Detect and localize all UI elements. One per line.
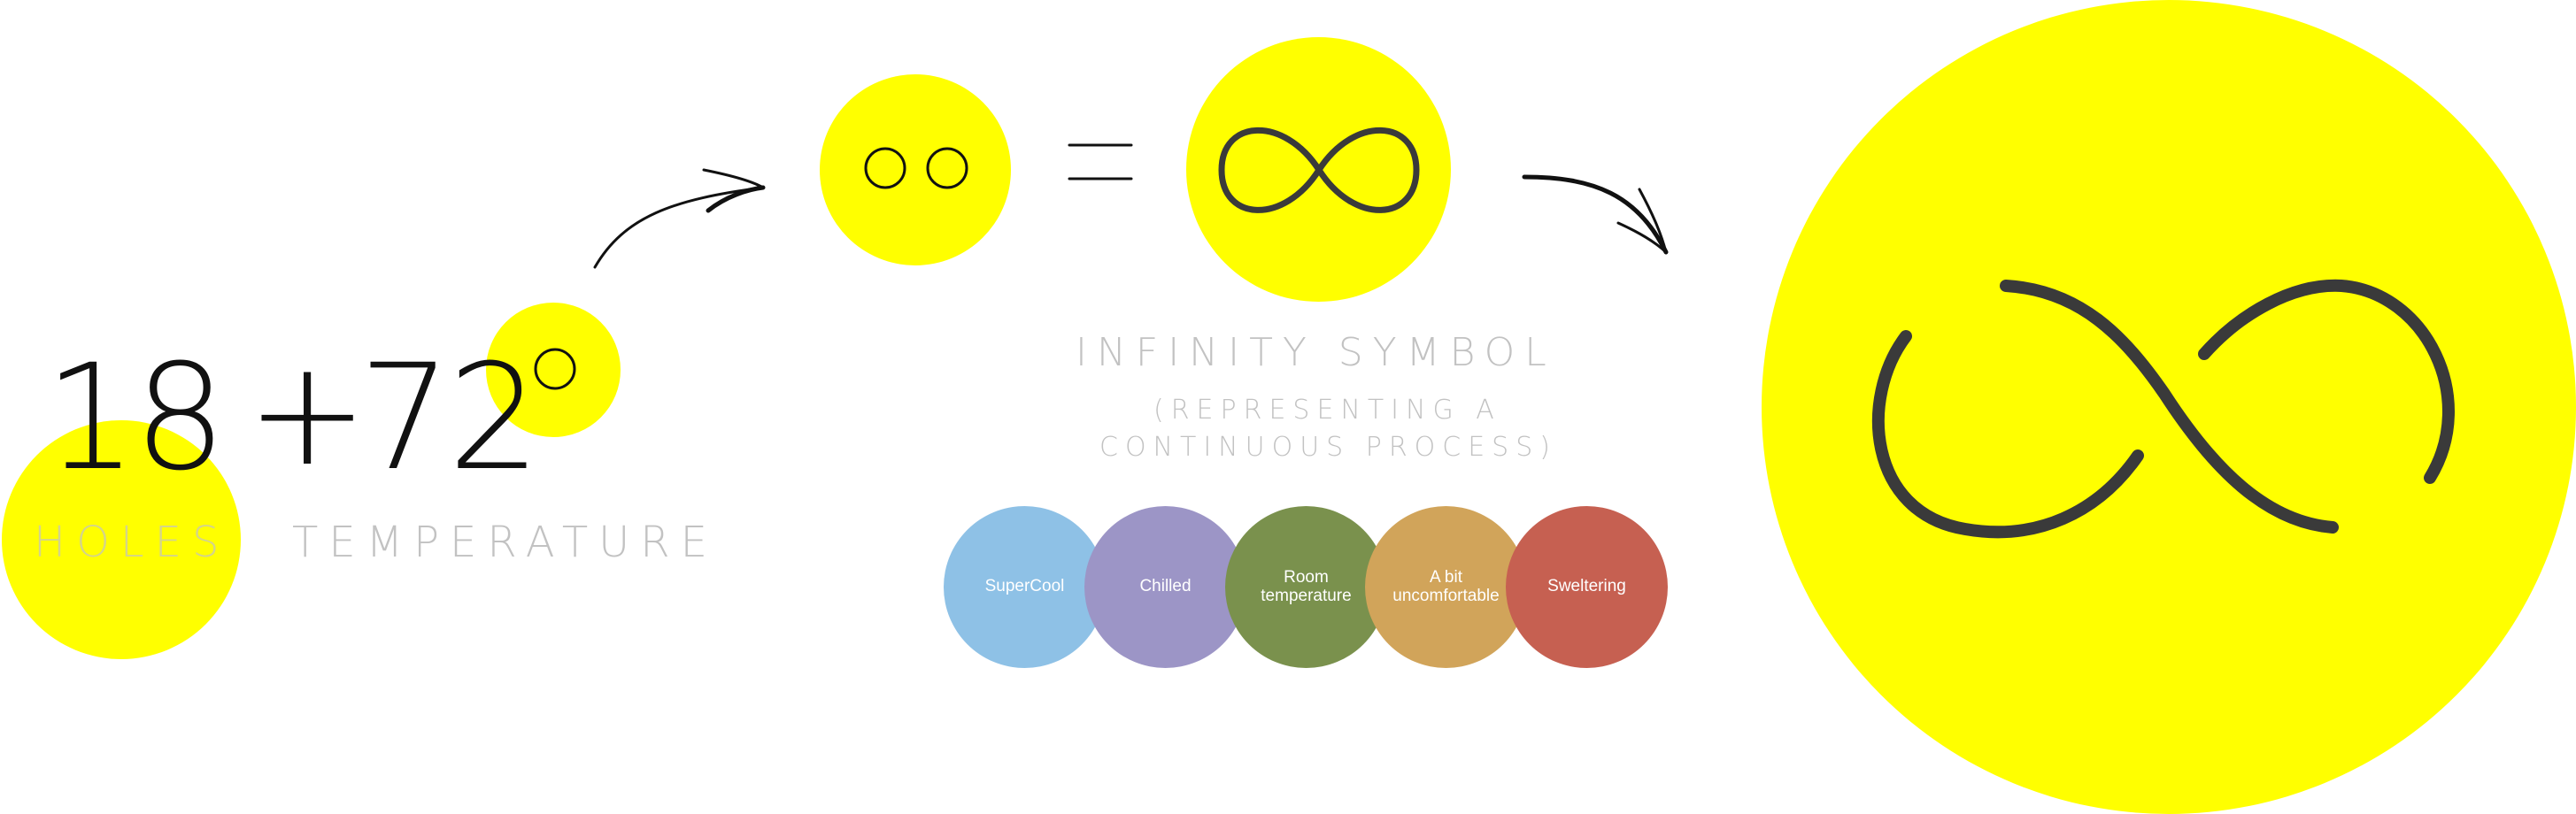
holes-label: HOLES	[34, 518, 230, 567]
infinity-subtitle-line1: (REPRESENTING A	[1153, 395, 1501, 426]
scale-supercool: SuperCool	[944, 506, 1106, 668]
degree-circle	[486, 303, 621, 437]
arrow-down-right-icon	[1522, 174, 1669, 255]
temperature-number: 72	[359, 333, 541, 503]
holes-circle	[2, 420, 241, 659]
scale-chilled: Chilled	[1084, 506, 1246, 668]
temperature-label: TEMPERATURE	[292, 518, 718, 567]
double-o-icon	[864, 147, 968, 189]
infinity-title: INFINITY SYMBOL	[1076, 330, 1556, 375]
arrow-up-right-icon	[593, 168, 766, 269]
infinity-large-icon	[1871, 279, 2455, 539]
plus-sign: +	[246, 328, 368, 498]
degree-icon	[534, 348, 576, 390]
holes-number: 18	[44, 333, 227, 503]
equals-icon	[1068, 143, 1133, 180]
infinity-small-icon	[1218, 127, 1420, 213]
scale-sweltering: Sweltering	[1506, 506, 1668, 668]
infinity-subtitle-line2: CONTINUOUS PROCESS)	[1099, 432, 1557, 463]
double-o-circle	[820, 74, 1011, 265]
